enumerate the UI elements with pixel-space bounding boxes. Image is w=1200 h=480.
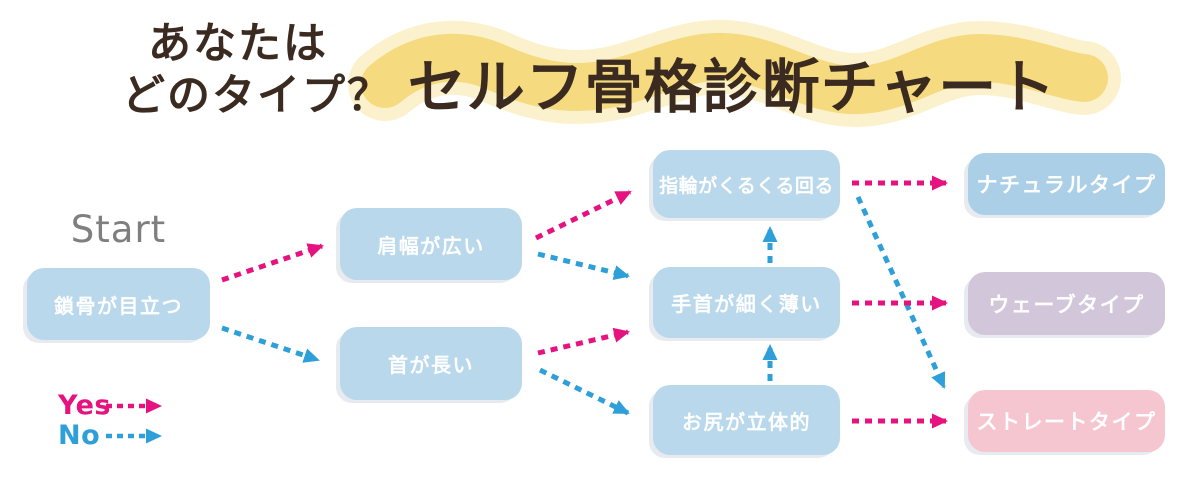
legend-yes-label: Yes — [58, 390, 111, 421]
node-collarbone: 鎖骨が目立つ — [27, 268, 210, 340]
edge-shoulders-ring-yes — [534, 189, 632, 241]
node-wrist: 手首が細く薄い — [653, 267, 840, 338]
node-result-natural: ナチュラルタイプ — [968, 153, 1165, 215]
node-shoulders: 肩幅が広い — [340, 208, 522, 280]
legend-no-label: No — [58, 420, 101, 451]
edge-ring-straight-no — [855, 195, 947, 389]
node-neck: 首が長い — [340, 327, 522, 400]
page-subtitle: あなたは どのタイプ？ — [122, 18, 392, 123]
start-label: Start — [70, 208, 167, 251]
node-result-straight: ストレートタイプ — [968, 390, 1165, 452]
title-highlight — [348, 20, 1121, 128]
page-subtitle-line1: あなたは — [148, 19, 328, 69]
node-result-wave: ウェーブタイプ — [968, 272, 1165, 335]
node-hip: お尻が立体的 — [653, 385, 840, 455]
page-subtitle-line2: どのタイプ？ — [122, 71, 392, 122]
edge-shoulders-wrist-no — [537, 251, 630, 280]
edge-neck-wrist-yes — [537, 327, 630, 356]
node-ring: 指輪がくるくる回る — [653, 150, 840, 218]
edge-neck-hip-no — [538, 367, 630, 416]
page-title: セルフ骨格診断チャート — [407, 53, 1057, 121]
edge-collarbone-neck-no — [221, 325, 320, 363]
edge-collarbone-shoulders-yes — [221, 243, 324, 283]
title-highlight-main-stroke — [361, 33, 1108, 115]
